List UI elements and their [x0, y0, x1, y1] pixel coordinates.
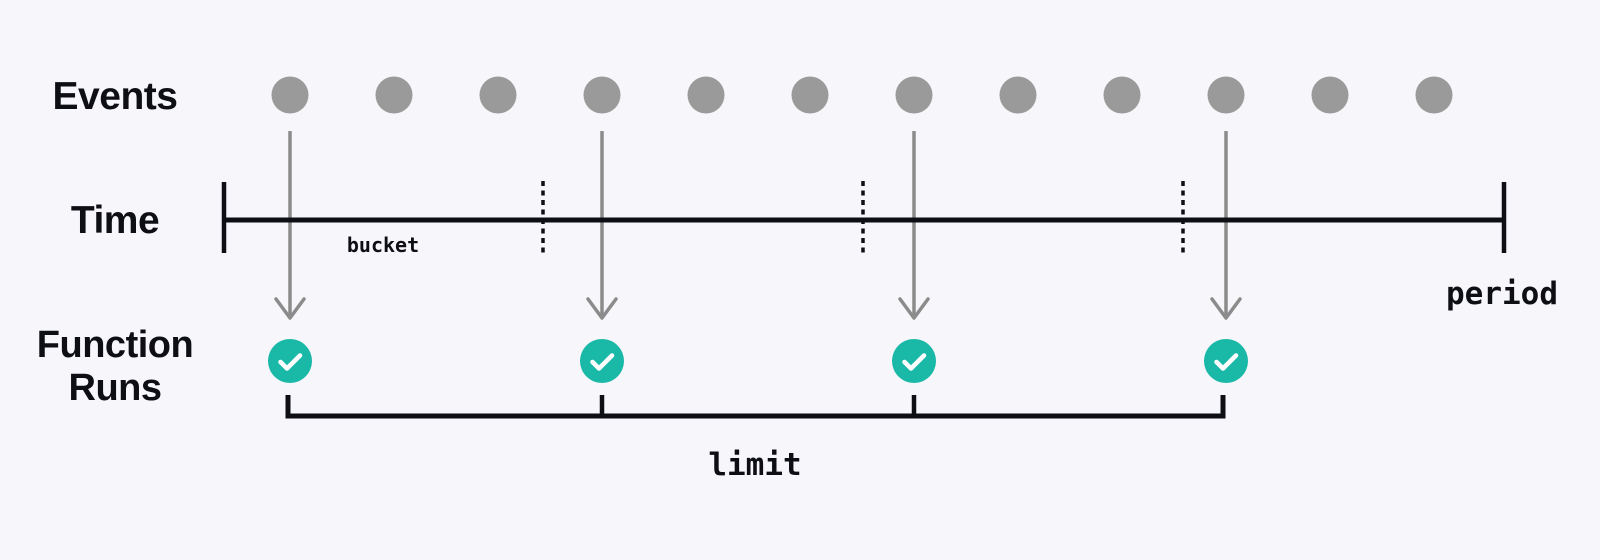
arrow-down-icon: [898, 297, 930, 320]
checkmark-icon: [278, 353, 303, 371]
limit-bracket: [285, 395, 1226, 419]
event-dot: [895, 76, 933, 114]
checkmark-icon: [1214, 353, 1239, 371]
event-dot: [479, 76, 517, 114]
event-dot: [375, 76, 413, 114]
event-dot: [999, 76, 1037, 114]
arrow-down-icon: [1210, 297, 1242, 320]
event-dot: [583, 76, 621, 114]
event-dot: [1103, 76, 1141, 114]
arrow-down-icon: [586, 297, 618, 320]
checkmark-icon: [902, 353, 927, 371]
time-row-label: Time: [70, 199, 160, 242]
events-row-label: Events: [52, 75, 178, 118]
function-runs-row-label: Function Runs: [20, 324, 210, 410]
event-dot: [687, 76, 725, 114]
checkmark-icon: [590, 353, 615, 371]
function-run-circle: [1204, 339, 1248, 383]
arrow-down-icon: [274, 297, 306, 320]
function-run-circle: [892, 339, 936, 383]
function-runs-label-line2: Runs: [68, 366, 163, 409]
function-runs-label-line1: Function: [36, 324, 194, 366]
event-dot: [271, 76, 309, 114]
bucket-annotation: bucket: [346, 233, 420, 257]
event-dot: [1311, 76, 1349, 114]
period-annotation: period: [1446, 276, 1558, 312]
event-dot: [791, 76, 829, 114]
function-run-circle: [268, 339, 312, 383]
event-dot: [1207, 76, 1245, 114]
function-run-circle: [580, 339, 624, 383]
event-dot: [1415, 76, 1453, 114]
limit-annotation: limit: [708, 447, 802, 483]
